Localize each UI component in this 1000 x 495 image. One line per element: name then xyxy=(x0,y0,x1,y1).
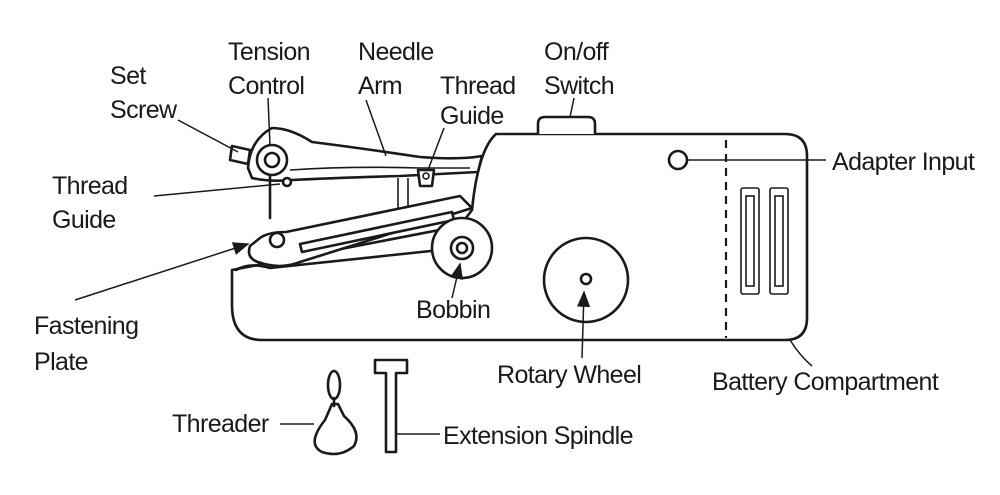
bobbin-center xyxy=(455,241,469,255)
label-thread-guide-left: Thread Guide xyxy=(52,172,134,234)
leader-battery-compartment xyxy=(789,339,813,367)
threader-body xyxy=(313,402,358,456)
tension-control-center xyxy=(263,151,281,169)
leader-needle-arm xyxy=(365,99,387,157)
leader-lines xyxy=(74,97,826,435)
thread-guide-hole-top xyxy=(422,172,430,180)
extension-spindle-illustration xyxy=(373,358,409,454)
on-off-switch-button xyxy=(536,115,597,134)
leader-tension-control xyxy=(267,97,271,147)
adapter-input-port xyxy=(667,149,689,171)
battery-slot-2-inner xyxy=(774,195,784,287)
label-fastening-plate: Fastening Plate xyxy=(34,312,145,376)
thread-guide-ring-left xyxy=(281,176,293,188)
label-needle-arm: Needle Arm xyxy=(358,38,440,100)
machine-illustration xyxy=(228,115,809,342)
battery-slot-1 xyxy=(740,187,760,295)
leader-on-off-switch xyxy=(569,97,575,118)
label-threader: Threader xyxy=(172,410,269,438)
label-battery-compartment: Battery Compartment xyxy=(712,368,939,396)
threader-loop xyxy=(326,369,342,401)
label-bobbin: Bobbin xyxy=(416,296,490,324)
leader-set-screw xyxy=(177,119,239,153)
label-set-screw: Set Screw xyxy=(110,62,178,124)
extension-spindle xyxy=(373,358,409,454)
label-on-off-switch: On/off Switch xyxy=(544,38,614,100)
leader-thread-guide-top xyxy=(427,127,445,171)
rotary-wheel-hub xyxy=(579,272,593,286)
machine-body xyxy=(230,132,809,342)
leader-bobbin xyxy=(450,262,464,299)
label-thread-guide-top: Thread Guide xyxy=(440,72,522,130)
label-rotary-wheel: Rotary Wheel xyxy=(497,361,641,389)
labels: Set Screw Tension Control Needle Arm Thr… xyxy=(34,38,976,450)
needle-arm-inner xyxy=(289,166,470,171)
label-adapter-input: Adapter Input xyxy=(832,148,975,176)
machine-lip xyxy=(234,248,442,272)
leader-fastening-plate xyxy=(74,242,250,301)
leader-rotary-wheel xyxy=(576,290,591,359)
label-extension-spindle: Extension Spindle xyxy=(443,422,633,450)
battery-slot-2 xyxy=(769,187,789,295)
threader-illustration xyxy=(313,369,358,456)
leader-thread-guide-left xyxy=(153,183,281,197)
battery-slot-1-inner xyxy=(745,195,755,287)
fastening-plate-bump xyxy=(268,231,286,249)
label-tension-control: Tension Control xyxy=(228,38,316,100)
